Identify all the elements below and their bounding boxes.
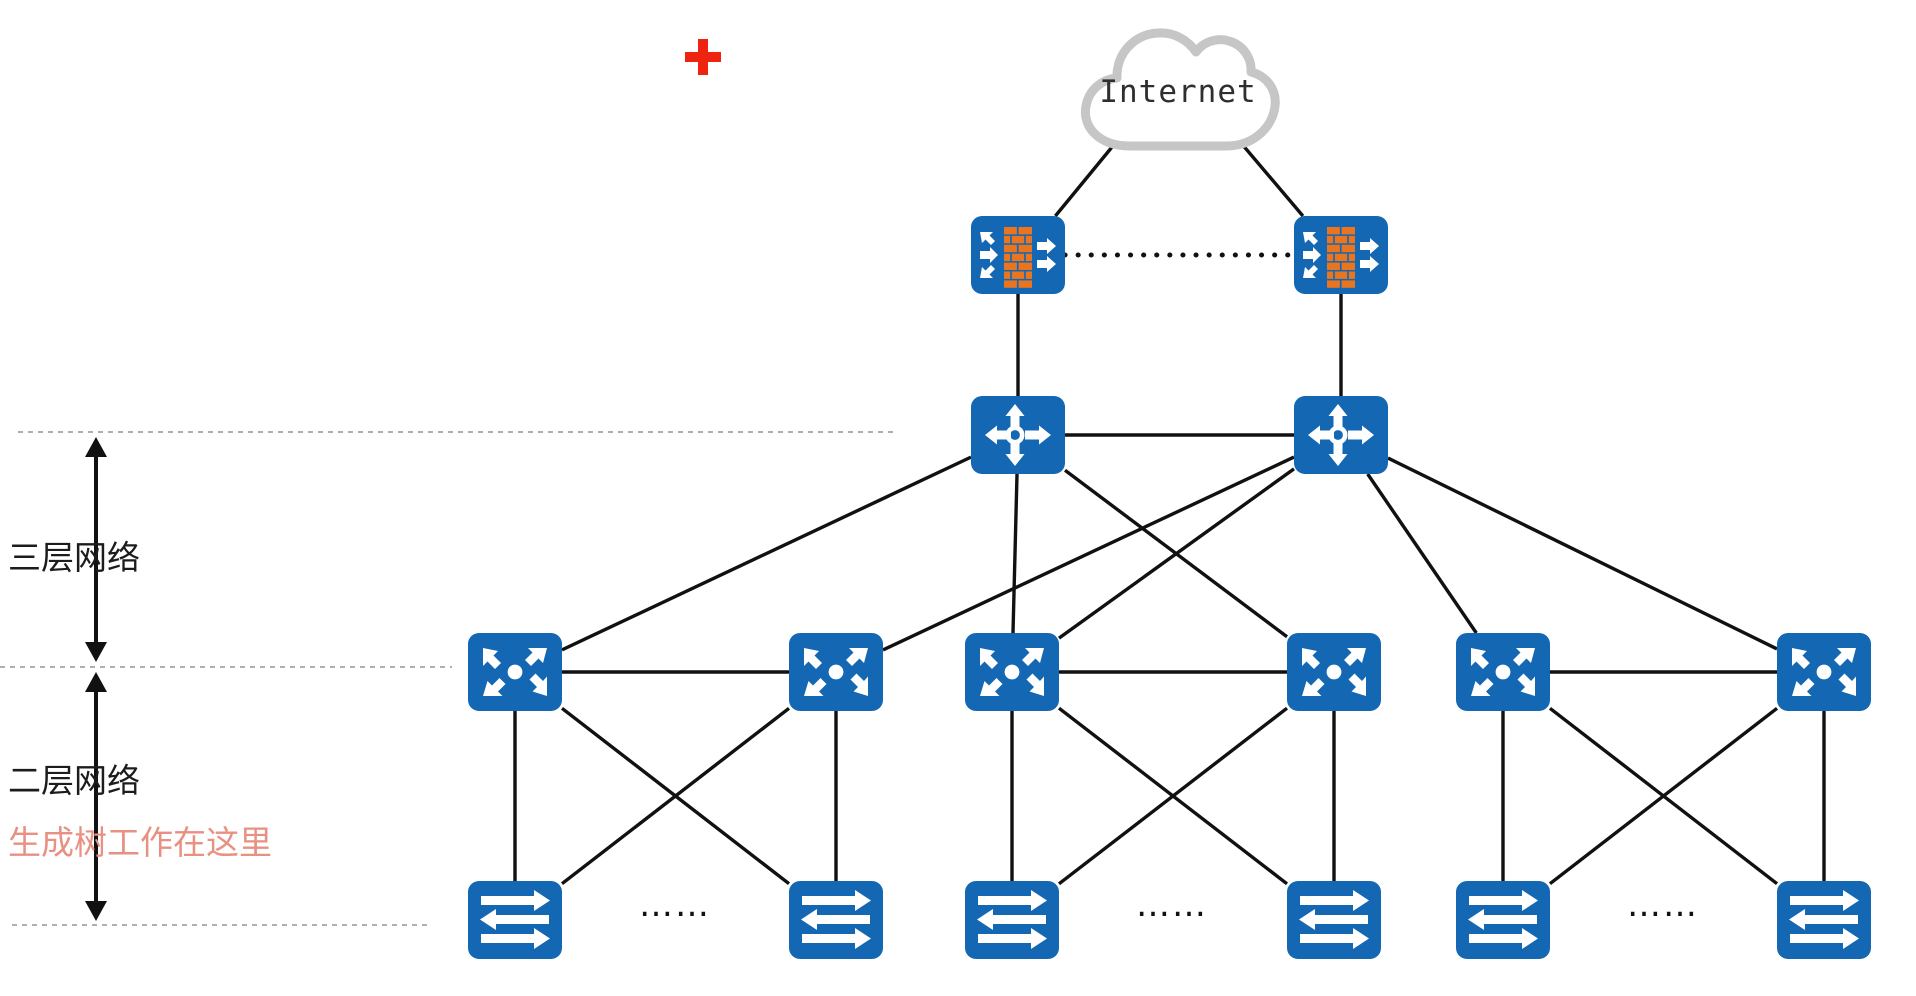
layer2-switch-icon xyxy=(1299,890,1369,949)
router-icon xyxy=(985,404,1051,466)
access-switch-1[interactable] xyxy=(468,881,562,959)
red-cross-marker xyxy=(685,39,721,75)
access-ellipsis-3: …… xyxy=(1627,885,1699,925)
link-core2-agg5 xyxy=(1366,473,1478,634)
layer2-switch-icon xyxy=(801,890,871,949)
band-note-spanning-tree: 生成树工作在这里 xyxy=(8,823,272,862)
layer2-span-arrow-head-up xyxy=(85,672,107,692)
aggregation-switch-4[interactable] xyxy=(1287,633,1381,711)
link-agg4-acc3 xyxy=(1057,706,1289,886)
firewall-right[interactable] xyxy=(1294,216,1388,294)
aggregation-switch-1-chip xyxy=(468,633,562,711)
aggregation-switch-5[interactable] xyxy=(1456,633,1550,711)
link-core1-agg4 xyxy=(1063,468,1289,639)
layer2-switch-icon xyxy=(977,890,1047,949)
aggregation-switch-3[interactable] xyxy=(965,633,1059,711)
layer3-switch-icon xyxy=(1792,648,1856,696)
aggregation-switch-3-chip xyxy=(965,633,1059,711)
band-label-layer3: 三层网络 xyxy=(8,538,140,577)
layer3-span-arrow-head-up xyxy=(85,437,107,457)
access-switch-4[interactable] xyxy=(1287,881,1381,959)
access-switch-5[interactable] xyxy=(1456,881,1550,959)
router-icon xyxy=(1308,404,1374,466)
firewall-right-chip xyxy=(1294,216,1388,294)
link-core1-agg3 xyxy=(1011,473,1019,634)
cloud-shape xyxy=(1080,28,1280,151)
layer2-switch-icon xyxy=(480,890,550,949)
layer3-switch-icon xyxy=(980,648,1044,696)
layer3-switch-icon xyxy=(804,648,868,696)
access-switch-2[interactable] xyxy=(789,881,883,959)
core-router-right-chip xyxy=(1294,396,1388,474)
layer3-switch-icon xyxy=(1471,648,1535,696)
link-agg3-acc4 xyxy=(1057,706,1289,886)
aggregation-switch-4-chip xyxy=(1287,633,1381,711)
link-agg5-acc6 xyxy=(1548,706,1779,886)
access-switch-4-chip xyxy=(1287,881,1381,959)
firewall-left[interactable] xyxy=(971,216,1065,294)
link-agg6-acc5 xyxy=(1548,706,1779,886)
band-label-layer2: 二层网络 xyxy=(8,761,140,800)
topology-links xyxy=(513,128,1826,886)
aggregation-switch-2[interactable] xyxy=(789,633,883,711)
aggregation-switch-1[interactable] xyxy=(468,633,562,711)
layer3-switch-icon xyxy=(483,648,547,696)
access-ellipsis-2: …… xyxy=(1136,885,1208,925)
link-core2-agg6 xyxy=(1387,456,1778,651)
access-switch-2-chip xyxy=(789,881,883,959)
link-core2-agg3 xyxy=(1058,467,1295,640)
aggregation-switch-6[interactable] xyxy=(1777,633,1871,711)
core-router-left[interactable] xyxy=(971,396,1065,474)
layer3-switch-icon xyxy=(1302,648,1366,696)
access-switch-1-chip xyxy=(468,881,562,959)
firewall-icon xyxy=(980,227,1056,288)
cloud-label: Internet xyxy=(1099,74,1257,110)
aggregation-switch-6-chip xyxy=(1777,633,1871,711)
plus-icon xyxy=(685,39,721,75)
link-core2-agg2 xyxy=(882,455,1295,652)
access-switch-6-chip xyxy=(1777,881,1871,959)
link-agg2-acc1 xyxy=(560,706,791,886)
firewall-icon xyxy=(1303,227,1379,288)
layer2-span-arrow-head-down xyxy=(85,901,107,921)
core-router-right[interactable] xyxy=(1294,396,1388,474)
layer2-switch-icon xyxy=(1468,890,1538,949)
core-router-left-chip xyxy=(971,396,1065,474)
access-switch-6[interactable] xyxy=(1777,881,1871,959)
internet-cloud: Internet xyxy=(1072,18,1284,158)
access-switch-3-chip xyxy=(965,881,1059,959)
aggregation-switch-2-chip xyxy=(789,633,883,711)
access-switch-3[interactable] xyxy=(965,881,1059,959)
firewall-left-chip xyxy=(971,216,1065,294)
link-core1-agg1 xyxy=(561,455,972,652)
access-switch-5-chip xyxy=(1456,881,1550,959)
access-ellipsis-1: …… xyxy=(639,885,711,925)
link-agg1-acc2 xyxy=(560,706,791,886)
layer3-span-arrow-head-down xyxy=(85,642,107,662)
layer2-switch-icon xyxy=(1789,890,1859,949)
aggregation-switch-5-chip xyxy=(1456,633,1550,711)
